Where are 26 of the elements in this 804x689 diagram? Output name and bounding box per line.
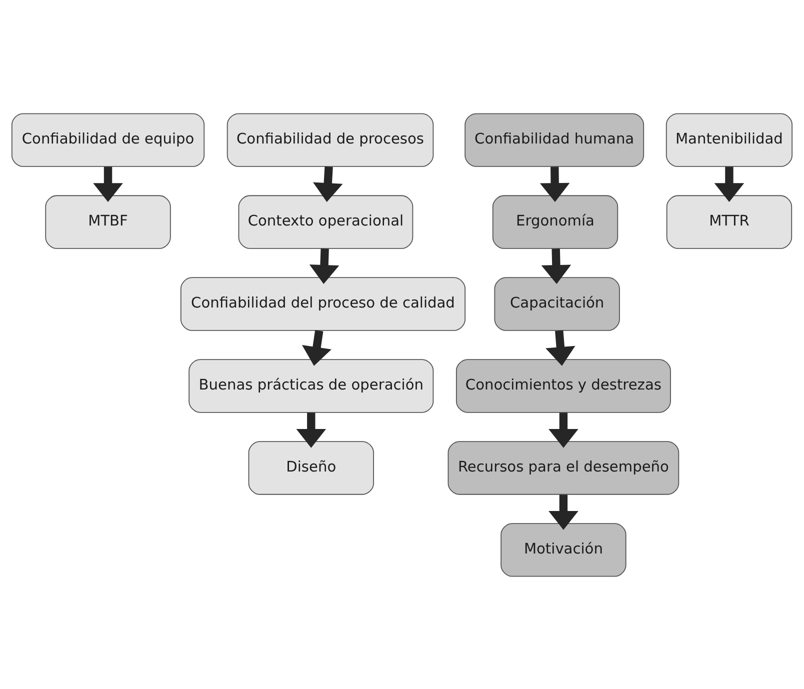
arrow xyxy=(296,412,326,448)
node-box: Confiabilidad de equipo xyxy=(11,112,205,166)
arrow xyxy=(714,166,744,202)
node-box: MTBF xyxy=(45,194,171,248)
node-box: Confiabilidad de procesos xyxy=(226,112,434,166)
node-box: Ergonomía xyxy=(492,194,618,248)
arrow xyxy=(548,494,578,530)
node-box: Buenas prácticas de operación xyxy=(188,358,434,412)
node-box: Contexto operacional xyxy=(238,194,414,248)
node-box: Conocimientos y destrezas xyxy=(456,358,671,412)
node-box: Capacitación xyxy=(494,276,620,330)
node-box: MTTR xyxy=(666,194,792,248)
arrow xyxy=(313,166,343,202)
node-box: Motivación xyxy=(500,522,626,576)
arrow xyxy=(541,248,572,284)
arrow xyxy=(540,166,570,202)
arrow xyxy=(309,248,340,284)
arrow xyxy=(548,412,578,448)
node-box: Diseño xyxy=(248,440,374,494)
arrow xyxy=(93,166,123,202)
node-box: Mantenibilidad xyxy=(666,112,793,166)
arrow xyxy=(546,330,576,366)
node-box: Confiabilidad humana xyxy=(464,112,644,166)
arrow xyxy=(302,330,332,366)
node-box: Confiabilidad del proceso de calidad xyxy=(180,276,466,330)
node-box: Recursos para el desempeño xyxy=(448,440,680,494)
